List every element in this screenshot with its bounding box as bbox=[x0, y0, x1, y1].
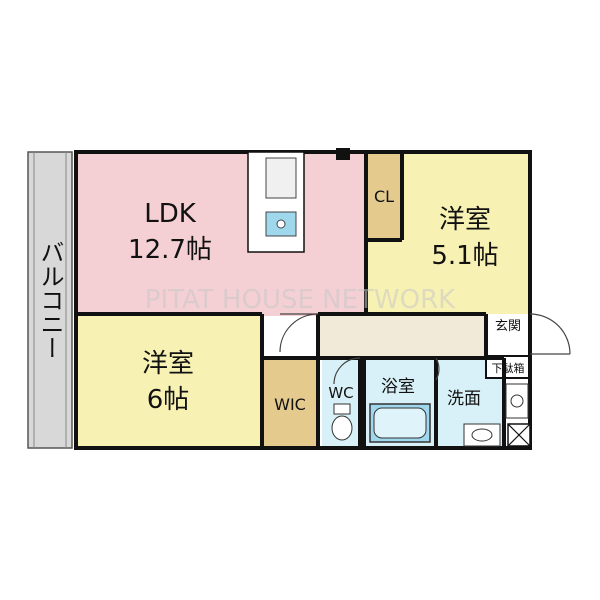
bedroom-2 bbox=[76, 314, 262, 448]
walk-in-closet bbox=[262, 358, 318, 448]
ldk-area: 12.7帖 bbox=[128, 235, 212, 265]
wc-label: WC bbox=[328, 384, 353, 402]
pillar bbox=[336, 148, 350, 160]
balcony bbox=[27, 151, 73, 449]
kitchen-counter bbox=[247, 151, 305, 253]
door-swings bbox=[279, 313, 571, 385]
bathtub-icon bbox=[369, 403, 431, 443]
bedroom-2-area: 6帖 bbox=[147, 385, 190, 415]
entrance bbox=[486, 314, 530, 358]
wash-basin-icon bbox=[463, 423, 501, 447]
ldk-label: LDK bbox=[144, 199, 197, 229]
ldk-room bbox=[76, 152, 366, 316]
closet bbox=[366, 152, 402, 240]
toilet-icon bbox=[331, 403, 353, 441]
closet-label: CL bbox=[374, 187, 394, 206]
wic-label: WIC bbox=[274, 395, 306, 414]
shoebox-label: 下駄箱 bbox=[492, 361, 525, 375]
bedroom-2-label: 洋室 bbox=[142, 349, 194, 379]
washing-machine-icon bbox=[505, 383, 529, 419]
balcony-label: バルコニー bbox=[36, 240, 64, 360]
hallway bbox=[318, 314, 486, 358]
storage-box-icon bbox=[507, 423, 531, 447]
washroom-label: 洗面 bbox=[447, 389, 481, 409]
bedroom-1-area: 5.1帖 bbox=[431, 241, 498, 271]
watermark: PITAT HOUSE NETWORK bbox=[145, 285, 456, 315]
bath-label: 浴室 bbox=[381, 377, 415, 397]
bedroom-1-label: 洋室 bbox=[439, 205, 491, 235]
entrance-label: 玄関 bbox=[495, 319, 521, 334]
walls bbox=[74, 150, 532, 450]
